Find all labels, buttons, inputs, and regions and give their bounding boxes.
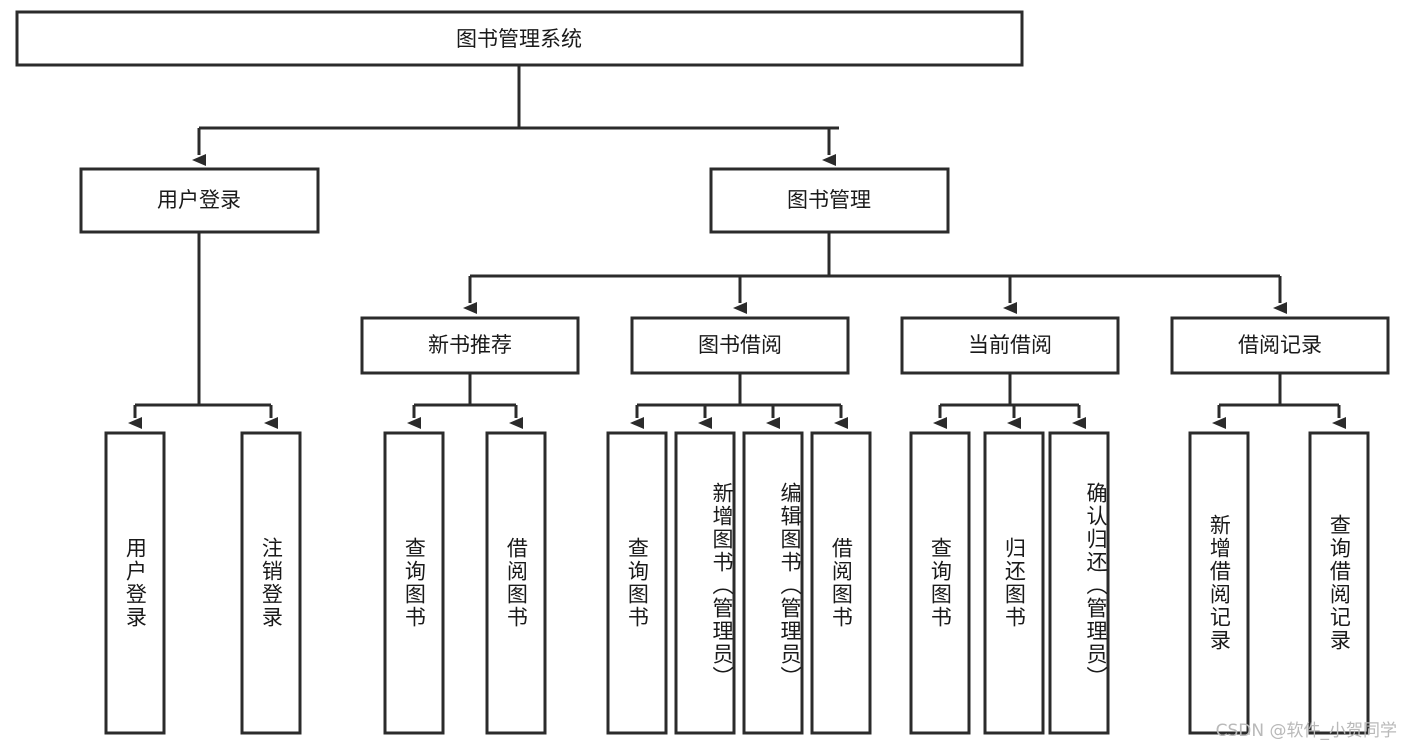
leaf-box-query-book-cur[interactable]	[909, 431, 971, 735]
node-user-login-label: 用户登录	[157, 188, 241, 212]
leaf-box-user-login[interactable]	[104, 431, 166, 735]
node-borrow-record[interactable]: 借阅记录	[1170, 316, 1390, 375]
node-book-manage[interactable]: 图书管理	[709, 167, 950, 234]
connector-newbookrec-to-leaves	[407, 373, 523, 429]
node-borrow-record-label: 借阅记录	[1238, 333, 1322, 357]
leaf-box-borrow-book[interactable]	[810, 431, 872, 735]
node-book-borrow[interactable]: 图书借阅	[630, 316, 850, 375]
connector-currentborrow-to-leaves	[933, 373, 1086, 429]
node-current-borrow-label: 当前借阅	[968, 333, 1052, 357]
node-current-borrow[interactable]: 当前借阅	[900, 316, 1120, 375]
leaf-box-add-book[interactable]	[674, 431, 736, 735]
connector-root-to-level2	[192, 65, 839, 166]
leaf-box-edit-book[interactable]	[742, 431, 804, 735]
node-new-book-rec[interactable]: 新书推荐	[360, 316, 580, 375]
connector-borrowrecord-to-leaves	[1212, 373, 1346, 429]
node-book-borrow-label: 图书借阅	[698, 333, 782, 357]
node-new-book-rec-label: 新书推荐	[428, 333, 512, 357]
leaf-box-logout-login[interactable]	[240, 431, 302, 735]
leaf-box-return-book[interactable]	[983, 431, 1045, 735]
leaf-box-borrow-book-rec[interactable]	[485, 431, 547, 735]
node-user-login[interactable]: 用户登录	[79, 167, 320, 234]
leaf-boxes	[104, 431, 1370, 735]
leaf-box-query-book-rec[interactable]	[383, 431, 445, 735]
node-root[interactable]: 图书管理系统	[15, 10, 1024, 67]
connector-userlogin-to-leaves	[128, 232, 278, 429]
leaf-box-confirm-return[interactable]	[1048, 431, 1110, 735]
connector-bookborrow-to-leaves	[630, 373, 848, 429]
connector-bookmanage-to-level3	[463, 232, 1287, 314]
leaf-box-add-record[interactable]	[1188, 431, 1250, 735]
node-book-manage-label: 图书管理	[787, 188, 871, 212]
node-root-label: 图书管理系统	[456, 27, 582, 51]
leaf-box-query-record[interactable]	[1308, 431, 1370, 735]
leaf-box-query-book-borrow[interactable]	[606, 431, 668, 735]
